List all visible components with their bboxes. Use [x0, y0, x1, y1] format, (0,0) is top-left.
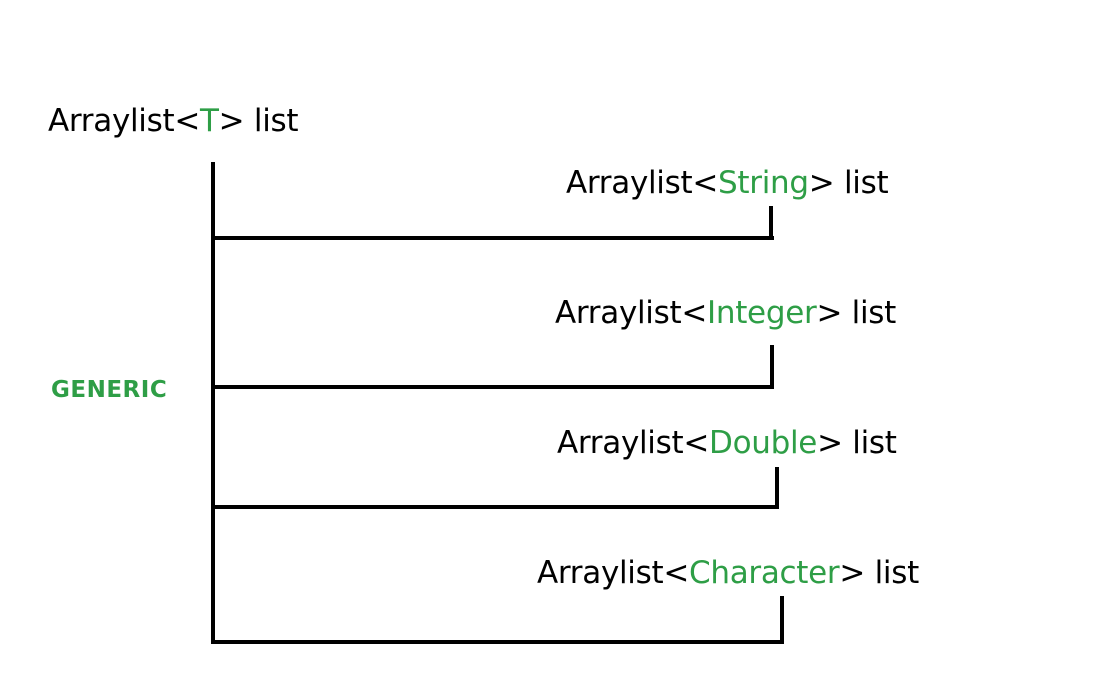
generic-label: GENERIC	[51, 377, 168, 403]
branch-type-param: String	[718, 165, 809, 201]
branch-label-suffix: > list	[808, 165, 889, 201]
branch-label-prefix: Arraylist<	[566, 165, 719, 201]
root-type-param: T	[200, 103, 219, 139]
branch-vertical-tick	[769, 206, 773, 240]
branch-label-suffix: > list	[816, 295, 896, 331]
branch-horizontal-line	[211, 640, 784, 644]
branch-label-suffix: > list	[839, 555, 919, 591]
branch-type-param: Character	[689, 555, 840, 591]
branch-horizontal-line	[211, 236, 774, 240]
branch-label-integer: Arraylist<Integer> list	[555, 298, 896, 329]
branch-type-param: Integer	[707, 295, 817, 331]
branch-horizontal-line	[211, 385, 774, 389]
branch-label-prefix: Arraylist<	[555, 295, 708, 331]
branch-vertical-tick	[780, 596, 784, 644]
branch-vertical-tick	[770, 345, 774, 389]
branch-label-double: Arraylist<Double> list	[557, 428, 897, 459]
root-label: Arraylist<T> list	[48, 103, 299, 139]
branch-label-character: Arraylist<Character> list	[537, 558, 919, 589]
branch-label-prefix: Arraylist<	[537, 555, 690, 591]
branch-horizontal-line	[211, 505, 779, 509]
trunk-line	[211, 162, 215, 644]
root-label-suffix: > list	[218, 103, 299, 139]
branch-label-prefix: Arraylist<	[557, 425, 710, 461]
root-label-prefix: Arraylist<	[48, 103, 201, 139]
branch-vertical-tick	[775, 467, 779, 509]
branch-label-string: Arraylist<String> list	[566, 165, 889, 201]
branch-type-param: Double	[709, 425, 818, 461]
branch-label-suffix: > list	[817, 425, 897, 461]
